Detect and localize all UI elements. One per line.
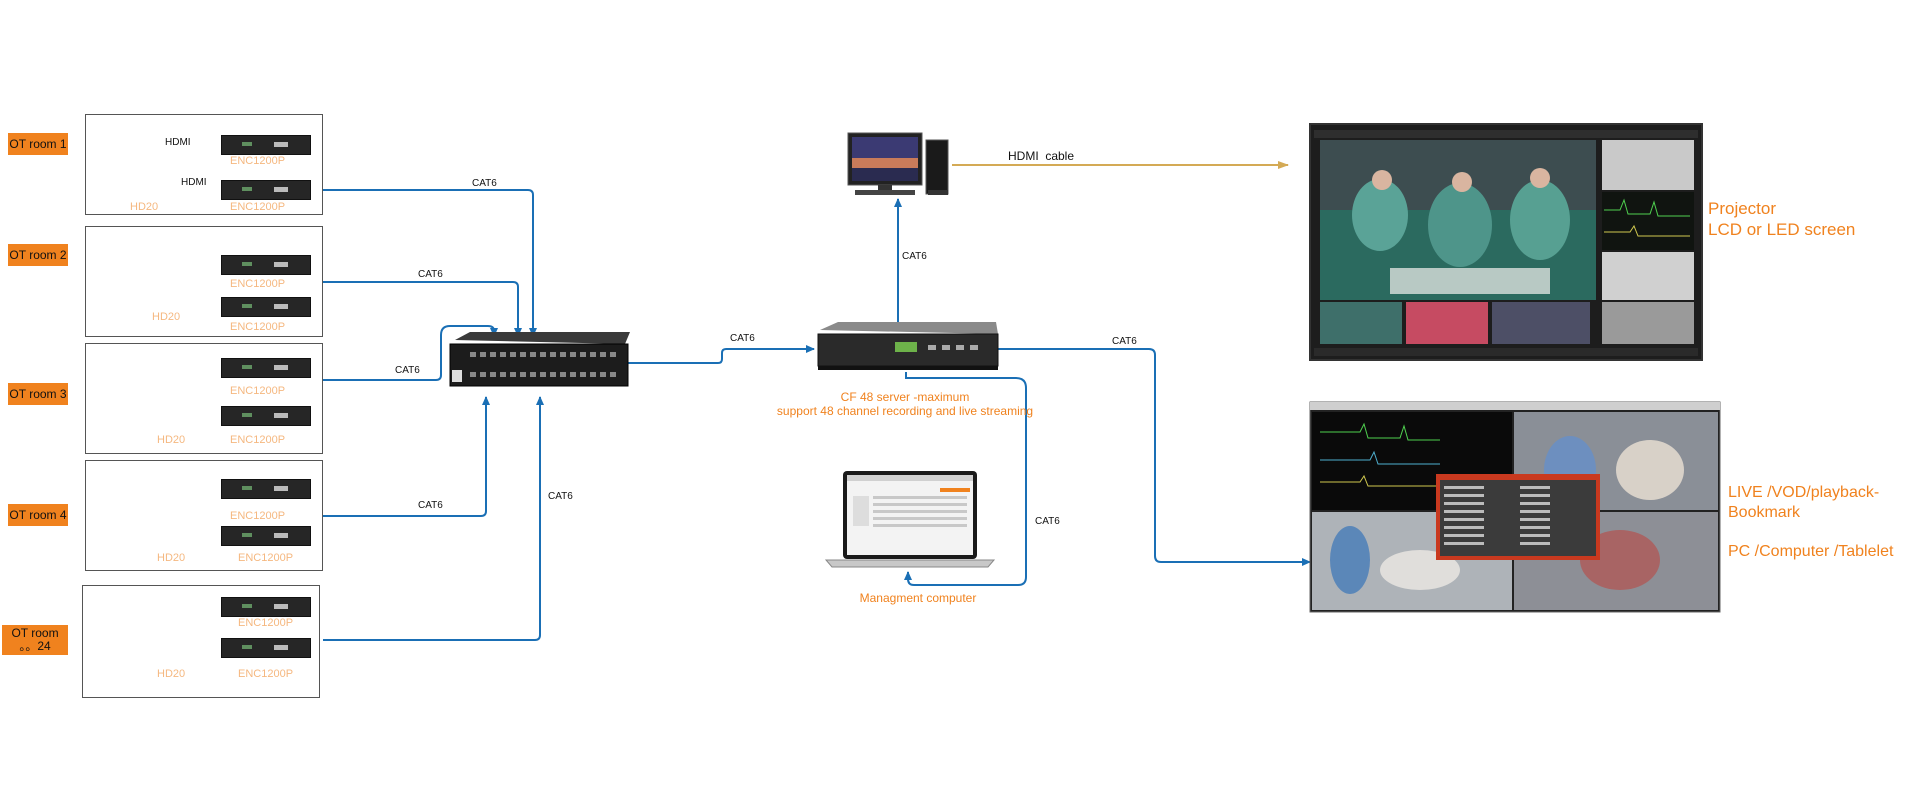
cat6-label-room2: CAT6 — [418, 269, 443, 280]
camera-model-24: HD20 — [157, 668, 186, 680]
encoder-24a-label: ENC1200P — [238, 617, 294, 629]
cf48-server — [817, 322, 999, 370]
room-tag-24-line1: OT room — [11, 626, 59, 640]
playback-label-line1: LIVE /VOD/playback- — [1728, 484, 1880, 501]
room-tag-3-label: OT room 3 — [9, 386, 67, 401]
network-switch — [449, 332, 630, 387]
management-computer-label: Managment computer — [859, 591, 977, 605]
encoder-24b-label: ENC1200P — [238, 668, 294, 680]
desktop-pc — [847, 132, 949, 195]
hdmi-label-1a: HDMI — [165, 137, 191, 148]
hdmi-cable-label: HDMI cable — [1008, 149, 1075, 163]
encoder-1b-label: ENC1200P — [230, 201, 286, 213]
room-tag-4: OT room 4 — [8, 504, 68, 526]
cat6-label-room4: CAT6 — [418, 500, 443, 511]
cat6-label-switch-server: CAT6 — [730, 333, 755, 344]
cable-server-screen — [998, 348, 1311, 566]
playback-label-line3: PC /Computer /Tablelet — [1728, 543, 1894, 560]
encoder-2a-label: ENC1200P — [230, 278, 286, 290]
encoder-1b — [221, 180, 311, 200]
encoder-24b — [221, 638, 311, 658]
room-tag-2-label: OT room 2 — [9, 247, 67, 262]
camera-model-2: HD20 — [152, 311, 181, 323]
encoder-3b-label: ENC1200P — [230, 434, 286, 446]
room-tag-24: OT room 。。24 — [2, 625, 68, 655]
cable-switch-server — [628, 345, 815, 364]
room-tag-4-label: OT room 4 — [9, 507, 67, 522]
hdmi-label-1b: HDMI — [181, 177, 207, 188]
encoder-3a — [221, 358, 311, 378]
playback-labels: LIVE /VOD/playback- Bookmark — [1728, 483, 1879, 523]
room-tag-1: OT room 1 — [8, 133, 68, 155]
cat6-label-room3: CAT6 — [395, 365, 420, 376]
camera-model-3: HD20 — [157, 434, 186, 446]
room-tag-2: OT room 2 — [8, 244, 68, 266]
cable-room2 — [323, 281, 522, 337]
cable-room3 — [323, 325, 498, 381]
projector-labels: Projector LCD or LED screen — [1708, 198, 1855, 240]
cable-server-laptop — [904, 372, 1027, 586]
encoder-24a — [221, 597, 311, 617]
room-tag-1-label: OT room 1 — [9, 136, 67, 151]
server-description: CF 48 server -maximum support 48 channel… — [755, 390, 1055, 418]
server-description-line2: support 48 channel recording and live st… — [776, 404, 1034, 418]
room-cables — [323, 189, 1311, 641]
cable-room4 — [323, 396, 490, 517]
cat6-label-room1: CAT6 — [472, 178, 497, 189]
encoder-4b-label: ENC1200P — [238, 552, 294, 564]
encoder-4a-label: ENC1200P — [230, 510, 286, 522]
encoder-1a-label: ENC1200P — [230, 155, 286, 167]
server-description-line1: CF 48 server -maximum — [840, 390, 970, 404]
cat6-label-server-laptop: CAT6 — [1035, 516, 1060, 527]
projector-label-line2: LCD or LED screen — [1708, 220, 1856, 239]
projector-label-line1: Projector — [1708, 199, 1777, 218]
encoder-1a — [221, 135, 311, 155]
playback-label-line2: Bookmark — [1728, 504, 1801, 521]
encoder-2b-label: ENC1200P — [230, 321, 286, 333]
playback-monitor — [1309, 401, 1721, 613]
cat6-label-room24: CAT6 — [548, 491, 573, 502]
room-tag-3: OT room 3 — [8, 383, 68, 405]
encoder-2a — [221, 255, 311, 275]
camera-model-1: HD20 — [130, 201, 159, 213]
encoder-3a-label: ENC1200P — [230, 385, 286, 397]
projector-screen — [1309, 123, 1703, 361]
cat6-label-server-screen: CAT6 — [1112, 336, 1137, 347]
encoder-3b — [221, 406, 311, 426]
cable-room24 — [323, 396, 544, 641]
camera-model-4: HD20 — [157, 552, 186, 564]
encoder-4a — [221, 479, 311, 499]
laptop — [824, 471, 996, 568]
encoder-2b — [221, 297, 311, 317]
room-box-2 — [85, 226, 323, 337]
room-box-4 — [85, 460, 323, 571]
room-tag-24-line2: 。。24 — [19, 639, 51, 653]
encoder-4b — [221, 526, 311, 546]
cable-room1 — [323, 189, 537, 337]
cat6-label-server-pc: CAT6 — [902, 251, 927, 262]
